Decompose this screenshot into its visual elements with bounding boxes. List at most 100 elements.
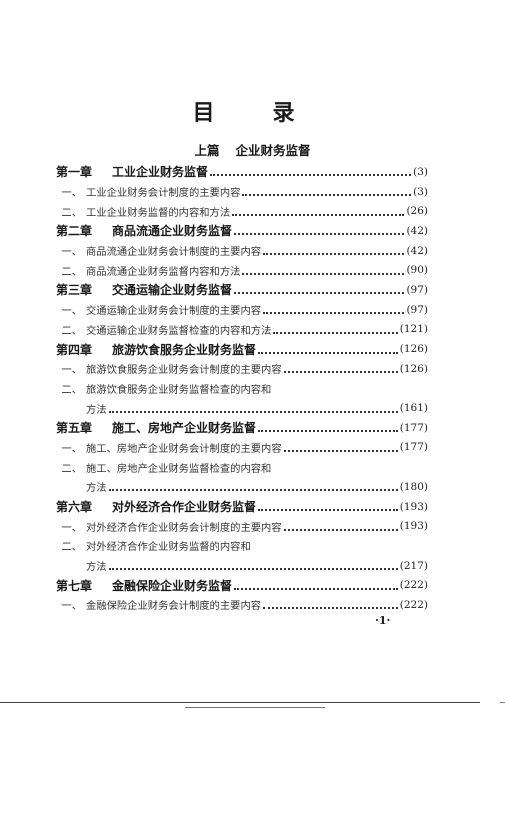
- page-ref: (180): [399, 480, 428, 493]
- page-title: 目 录: [192, 101, 313, 126]
- toc-section-row: 一、对外经济合作企业财务会计制度的主要内容 (193): [56, 516, 428, 536]
- dot-leader: [210, 173, 412, 177]
- chapter-title: 施工、房地产企业财务监督: [112, 421, 257, 436]
- section-number: 二、: [61, 462, 82, 475]
- chapter-number: 第五章: [56, 421, 93, 436]
- toc-chapter-row: 第六章 对外经济合作企业财务监督 (193): [56, 497, 428, 517]
- toc-chapter-row: 第五章 施工、房地产企业财务监督 (177): [56, 418, 428, 438]
- toc-cont-row: 方法 (217): [56, 556, 428, 576]
- chapter-title: 旅游饮食服务企业财务监督: [112, 342, 257, 357]
- section-title: 工业企业财务会计制度的主要内容: [86, 187, 241, 200]
- page-ref: (222): [399, 598, 428, 611]
- dot-leader: [232, 213, 405, 216]
- page-ref: (3): [413, 165, 428, 178]
- dot-leader: [242, 193, 412, 197]
- section-title: 旅游饮食服务企业财务会计制度的主要内容: [86, 364, 282, 377]
- section-title: 交通运输企业财务监督检查的内容和方法: [86, 324, 272, 337]
- page-ref: (126): [399, 343, 428, 356]
- section-number: 二、: [61, 383, 82, 396]
- section-title: 旅游饮食服务企业财务监督检查的内容和: [86, 383, 272, 396]
- page-ref: (161): [399, 402, 428, 415]
- toc-section-row: 一、商品流通企业财务会计制度的主要内容 (42): [56, 241, 428, 261]
- dot-leader: [108, 567, 398, 571]
- section-title-continued: 方法: [86, 482, 107, 495]
- bottom-rule-short: [185, 707, 325, 708]
- toc-section-row: 二、对外经济合作企业财务监督的内容和: [56, 536, 428, 556]
- section-number: 一、: [61, 521, 82, 534]
- dot-leader: [258, 429, 398, 433]
- page-ref: (97): [406, 303, 428, 316]
- section-number: 一、: [61, 442, 82, 455]
- dot-leader: [263, 606, 398, 610]
- bottom-rule: [0, 702, 480, 703]
- chapter-number: 第一章: [56, 165, 93, 180]
- section-number: 一、: [61, 305, 82, 318]
- chapter-title: 工业企业财务监督: [112, 165, 209, 180]
- toc-section-row: 二、施工、房地产企业财务监督检查的内容和: [56, 457, 428, 477]
- section-number: 二、: [61, 324, 82, 337]
- page-number: ·1·: [375, 614, 391, 627]
- toc-chapter-row: 第四章 旅游饮食服务企业财务监督 (126): [56, 339, 428, 359]
- chapter-number: 第四章: [56, 342, 93, 357]
- section-title-continued: 方法: [86, 403, 107, 416]
- toc-cont-row: 方法 (161): [56, 398, 428, 418]
- section-number: 二、: [61, 265, 82, 278]
- chapter-number: 第六章: [56, 500, 93, 515]
- chapter-number: 第七章: [56, 578, 93, 593]
- toc-section-row: 二、商品流通企业财务监督内容和方法 (90): [56, 260, 428, 280]
- toc-section-row: 一、旅游饮食服务企业财务会计制度的主要内容 (126): [56, 359, 428, 379]
- page-ref: (26): [406, 205, 428, 218]
- page-ref: (126): [399, 362, 428, 375]
- section-title: 交通运输企业财务会计制度的主要内容: [86, 305, 262, 318]
- toc-chapter-row: 第一章 工业企业财务监督 (3): [56, 162, 428, 182]
- section-number: 一、: [61, 600, 82, 613]
- toc-section-row: 一、金融保险企业财务会计制度的主要内容(222): [56, 595, 428, 615]
- section-title: 对外经济合作企业财务监督的内容和: [86, 541, 251, 554]
- dot-leader: [283, 528, 398, 531]
- page-ref: (193): [399, 500, 428, 513]
- section-title: 商品流通企业财务监督内容和方法: [86, 265, 241, 278]
- chapter-title: 对外经济合作企业财务监督: [112, 500, 257, 515]
- chapter-title: 商品流通企业财务监督: [112, 224, 233, 239]
- dot-leader: [234, 587, 398, 590]
- dot-leader: [234, 291, 405, 295]
- page-ref: (177): [399, 441, 428, 454]
- section-number: 一、: [61, 246, 82, 259]
- section-title-continued: 方法: [86, 561, 107, 574]
- dot-leader: [108, 488, 398, 492]
- toc-section-row: 一、施工、房地产企业财务会计制度的主要内容 (177): [56, 438, 428, 458]
- page-ref: (90): [406, 264, 428, 277]
- page-ref: (42): [406, 244, 428, 257]
- page-ref: (217): [399, 559, 428, 572]
- dot-leader: [242, 272, 405, 275]
- table-of-contents: 第一章 工业企业财务监督 (3) 一、 工业企业财务会计制度的主要内容 (3) 二、工业企业…: [56, 162, 428, 615]
- section-title: 商品流通企业财务会计制度的主要内容: [86, 246, 262, 259]
- part-title: 企业财务监督: [235, 143, 311, 158]
- dot-leader: [263, 311, 405, 315]
- dot-leader: [258, 508, 398, 512]
- dot-leader: [283, 370, 398, 374]
- toc-chapter-row: 第三章交通运输企业财务监督(97): [56, 280, 428, 300]
- page-ref: (177): [399, 421, 428, 434]
- section-number: 二、: [61, 541, 82, 554]
- part-heading: 上篇企业财务监督: [0, 140, 505, 159]
- section-title: 对外经济合作企业财务会计制度的主要内容: [86, 521, 282, 534]
- page-ref: (3): [413, 185, 428, 198]
- page-ref: (193): [399, 520, 428, 533]
- chapter-number: 第二章: [56, 224, 93, 239]
- section-title: 施工、房地产企业财务监督检查的内容和: [86, 462, 272, 475]
- toc-section-row: 二、交通运输企业财务监督检查的内容和方法 (121): [56, 320, 428, 340]
- toc-chapter-row: 第七章金融保险企业财务监督(222): [56, 575, 428, 595]
- dot-leader: [258, 351, 398, 354]
- toc-section-row: 二、工业企业财务监督的内容和方法(26): [56, 201, 428, 221]
- toc-section-row: 一、工业企业财务会计制度的主要内容(3): [56, 182, 428, 202]
- dot-leader: [283, 449, 398, 452]
- dot-leader: [263, 252, 405, 256]
- bottom-rule-edge: [500, 702, 505, 703]
- page-ref: (222): [399, 579, 428, 592]
- page-ref: (121): [399, 323, 428, 336]
- dot-leader: [108, 410, 398, 413]
- section-title: 施工、房地产企业财务会计制度的主要内容: [86, 442, 282, 455]
- section-number: 一、: [61, 364, 82, 377]
